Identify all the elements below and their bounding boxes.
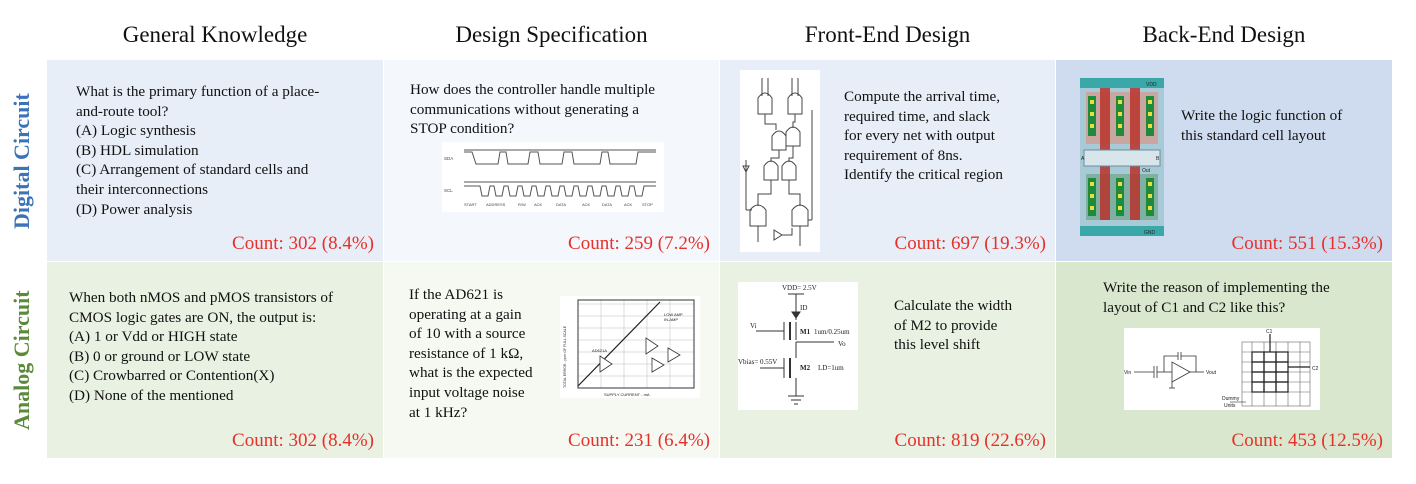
question-text: If the AD621 is operating at a gain of 1… bbox=[409, 286, 533, 421]
count-label: Count: 453 (12.5%) bbox=[1231, 430, 1383, 451]
noise-label: AD621A bbox=[592, 348, 607, 353]
level-shift-label: Vbias= 0.55V bbox=[738, 358, 777, 366]
cell-digital-frontend: Compute the arrival time, required time,… bbox=[720, 60, 1055, 261]
level-shift-label: Vi bbox=[750, 322, 757, 330]
count-label: Count: 302 (8.4%) bbox=[232, 430, 374, 451]
count-label: Count: 697 (19.3%) bbox=[894, 233, 1046, 254]
count-label: Count: 259 (7.2%) bbox=[568, 233, 710, 254]
column-header-design-specification: Design Specification bbox=[455, 22, 648, 47]
cap-layout-label: Vin bbox=[1124, 370, 1131, 376]
timing-label: ADDRESS bbox=[486, 202, 506, 207]
level-shift-label: Vo bbox=[838, 340, 846, 348]
count-label: Count: 551 (15.3%) bbox=[1231, 233, 1383, 254]
level-shift-label: M1 bbox=[800, 328, 811, 336]
column-header-general-knowledge: General Knowledge bbox=[122, 22, 308, 47]
level-shift-circuit: VDD= 2.5V ID Vi M1 1um/0.25um Vo Vbias= … bbox=[738, 282, 858, 410]
count-label: Count: 231 (6.4%) bbox=[568, 430, 710, 451]
question-text: Compute the arrival time, required time,… bbox=[844, 88, 1003, 184]
question-text: Calculate the width of M2 to provide thi… bbox=[894, 297, 1013, 354]
level-shift-label: 1um/0.25um bbox=[814, 328, 850, 336]
layout-label: B bbox=[1156, 156, 1160, 162]
question-text: When both nMOS and pMOS transistors of C… bbox=[69, 289, 334, 404]
column-header-front-end-design: Front-End Design bbox=[804, 22, 971, 47]
question-text: Write the logic function of this standar… bbox=[1181, 107, 1343, 144]
layout-label: Out bbox=[1142, 168, 1151, 174]
row-header-digital-circuit: Digital Circuit bbox=[9, 93, 34, 229]
cap-layout-label: Units bbox=[1224, 403, 1236, 409]
question-text: How does the controller handle multiple … bbox=[410, 81, 656, 138]
level-shift-label: LD=1um bbox=[818, 364, 844, 372]
layout-label: VDD bbox=[1146, 82, 1157, 88]
noise-label: SUPPLY CURRENT - mA bbox=[604, 392, 650, 397]
noise-y-axis-label: TOTAL ERROR - ppm OF FULL SCALE bbox=[563, 325, 567, 388]
cap-layout-label: C2 bbox=[1312, 366, 1319, 372]
logic-gate-circuit bbox=[740, 70, 820, 252]
cell-digital-backend: VDD A B Out GND Write the logic function… bbox=[1056, 60, 1392, 261]
cell-analog-general: When both nMOS and pMOS transistors of C… bbox=[47, 262, 383, 458]
timing-label: R/W bbox=[518, 202, 526, 207]
standard-cell-layout: VDD A B Out GND bbox=[1080, 78, 1164, 236]
cell-digital-general: What is the primary function of a place-… bbox=[47, 60, 383, 261]
question-text: Write the reason of implementing the lay… bbox=[1103, 279, 1330, 316]
timing-label: ACK bbox=[624, 202, 633, 207]
cell-analog-spec: If the AD621 is operating at a gain of 1… bbox=[384, 262, 719, 458]
timing-signal-label: SCL bbox=[444, 188, 453, 193]
column-header-back-end-design: Back-End Design bbox=[1142, 22, 1306, 47]
level-shift-label: M2 bbox=[800, 364, 811, 372]
question-text: What is the primary function of a place-… bbox=[76, 83, 320, 218]
layout-label: GND bbox=[1144, 230, 1156, 236]
timing-label: ACK bbox=[582, 202, 591, 207]
noise-vs-current-chart: TOTAL ERROR - ppm OF FULL SCALE AD621A L… bbox=[560, 296, 700, 398]
cap-layout-label: Vout bbox=[1206, 370, 1217, 376]
timing-label: START bbox=[464, 202, 477, 207]
cell-digital-spec: How does the controller handle multiple … bbox=[384, 60, 719, 261]
capacitor-array-layout: C1 C2 Vin Vout Dummy Units bbox=[1124, 328, 1320, 410]
timing-label: ACK bbox=[534, 202, 543, 207]
level-shift-label: ID bbox=[800, 304, 807, 312]
timing-label: DATA bbox=[556, 202, 566, 207]
i2c-timing-diagram: SDA SCL START ADDRESS R/W ACK DATA ACK D… bbox=[442, 142, 664, 212]
row-header-analog-circuit: Analog Circuit bbox=[9, 290, 34, 430]
cap-layout-label: C1 bbox=[1266, 329, 1273, 335]
count-label: Count: 819 (22.6%) bbox=[894, 430, 1046, 451]
cap-layout-label: Dummy bbox=[1222, 396, 1240, 402]
cell-analog-frontend: VDD= 2.5V ID Vi M1 1um/0.25um Vo Vbias= … bbox=[720, 262, 1055, 458]
timing-label: STOP bbox=[642, 202, 653, 207]
level-shift-label: VDD= 2.5V bbox=[782, 284, 817, 292]
timing-label: DATA bbox=[602, 202, 612, 207]
noise-label: LOW AMP bbox=[664, 312, 683, 317]
cell-analog-backend: Write the reason of implementing the lay… bbox=[1056, 262, 1392, 458]
count-label: Count: 302 (8.4%) bbox=[232, 233, 374, 254]
noise-label: IN-AMP bbox=[664, 317, 678, 322]
layout-label: A bbox=[1081, 156, 1085, 162]
timing-signal-label: SDA bbox=[444, 156, 453, 161]
